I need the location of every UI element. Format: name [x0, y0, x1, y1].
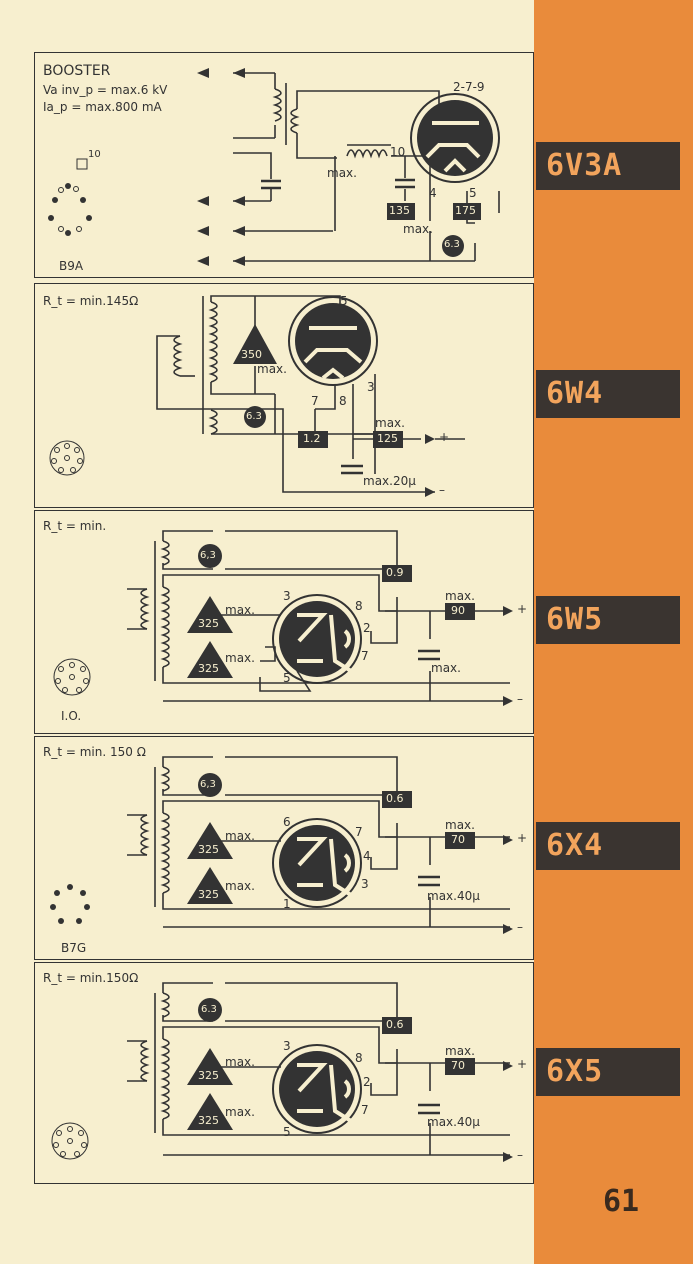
value-325-b: 325 [198, 888, 219, 901]
base-type: B9A [59, 259, 84, 273]
pin-label: 2 [363, 621, 371, 635]
minus-sign: – [439, 483, 445, 497]
base-pin10: 10 [88, 149, 101, 160]
panel-6x5: R_t = min.150Ω 6.3 0.6 325 max. 325 max.… [34, 962, 534, 1184]
schematic-6x5 [51, 982, 513, 1162]
cap-value: max.40µ [427, 889, 480, 903]
value-325-a-max: max. [225, 829, 255, 843]
minus-sign: – [517, 920, 523, 934]
output-value: 90 [451, 604, 465, 617]
value-325-a: 325 [198, 843, 219, 856]
heater-value: 6.3 [444, 239, 460, 250]
pin-label: 7 [361, 649, 369, 663]
cap-value: max.20µ [363, 474, 416, 488]
cap-value: max.40µ [427, 1115, 480, 1129]
pin-label: 3 [367, 380, 375, 394]
output-value: 70 [451, 1059, 465, 1072]
panel-6v3a: BOOSTER Va inv_p = max.6 kV Ia_p = max.8… [34, 52, 534, 278]
pin-label: 10 [390, 145, 406, 159]
pin-label: 1 [283, 897, 291, 911]
spec-va: Va inv_p = max.6 kV [43, 83, 168, 97]
tube-label-6w4: 6W4 [536, 370, 680, 418]
rt-spec: R_t = min. [43, 519, 107, 533]
pin-label: 4 [429, 186, 437, 200]
pin-label: 7 [311, 394, 319, 408]
value-325-b-max: max. [225, 1105, 255, 1119]
value-325-b-max: max. [225, 651, 255, 665]
value-325-a-max: max. [225, 1055, 255, 1069]
tube-label-6x4: 6X4 [536, 822, 680, 870]
output-max: max. [445, 818, 475, 832]
heater-value: 6,3 [200, 779, 216, 790]
value-325-b: 325 [198, 662, 219, 675]
plus-sign: + [517, 602, 528, 616]
value-350-max: max. [257, 362, 287, 376]
pin-label: 6 [283, 815, 291, 829]
pin-label: 3 [283, 589, 291, 603]
rt-spec: R_t = min.150Ω [43, 971, 139, 985]
booster-heading: BOOSTER [43, 63, 111, 79]
pin-label: 5 [340, 294, 348, 308]
plus-sign: + [517, 831, 528, 845]
schematic-6w5 [53, 530, 513, 706]
tube-label-6x5: 6X5 [536, 1048, 680, 1096]
cap-max-label: max. [327, 166, 357, 180]
pin-label: 4 [363, 849, 371, 863]
output-max: max. [445, 589, 475, 603]
pin-label: 2 [363, 1075, 371, 1089]
panel-6w5: R_t = min. 6,3 0.9 325 max. 325 max. 3 8… [34, 510, 534, 734]
schematic-6w4 [49, 295, 465, 497]
heater-value: 6.3 [201, 1004, 217, 1015]
pin-label: 5 [469, 186, 477, 200]
panel-6w4: R_t = min.145Ω 350 max. 5 7 8 3 6.3 1.2 … [34, 283, 534, 508]
tube-label-6w5: 6W5 [536, 596, 680, 644]
value-325-b: 325 [198, 1114, 219, 1127]
output-value: 70 [451, 833, 465, 846]
output-max: max. [445, 1044, 475, 1058]
schematic-6x4 [50, 756, 513, 934]
base-type: B7G [61, 941, 87, 955]
resistor-value: 0.6 [386, 1018, 404, 1031]
resistor-value: 0.9 [386, 566, 404, 579]
pin-label: 8 [355, 1051, 363, 1065]
panel-6x4: R_t = min. 150 Ω 6,3 0.6 325 max. 325 ma… [34, 736, 534, 960]
pin-label: 7 [361, 1103, 369, 1117]
value-325-b-max: max. [225, 879, 255, 893]
rt-spec: R_t = min.145Ω [43, 294, 139, 308]
output-max: max. [375, 416, 405, 430]
heater-value: 6.3 [246, 411, 262, 422]
base-type: I.O. [61, 709, 82, 723]
pin-label: 3 [361, 877, 369, 891]
value-325-a-max: max. [225, 603, 255, 617]
tube-label-6v3a: 6V3A [536, 142, 680, 190]
pin-label: 5 [283, 671, 291, 685]
value-350: 350 [241, 348, 262, 361]
plus-sign: + [439, 430, 450, 444]
value-175: 175 [455, 204, 476, 217]
value-325-a: 325 [198, 1069, 219, 1082]
pin-label: 5 [283, 1125, 291, 1139]
pin-label: 3 [283, 1039, 291, 1053]
value-325-a: 325 [198, 617, 219, 630]
pin-label: 2-7-9 [453, 80, 485, 94]
plus-sign: + [517, 1057, 528, 1071]
pin-label: 8 [355, 599, 363, 613]
minus-sign: – [517, 692, 523, 706]
resistor-value: 1.2 [303, 432, 321, 445]
schematic-6v3a [48, 68, 500, 266]
rt-spec: R_t = min. 150 Ω [43, 745, 146, 759]
minus-sign: – [517, 1148, 523, 1162]
spec-ia: Ia_p = max.800 mA [43, 100, 162, 114]
resistor-value: 0.6 [386, 792, 404, 805]
value-135-max: max. [403, 222, 433, 236]
output-value: 125 [377, 432, 398, 445]
pin-label: 8 [339, 394, 347, 408]
heater-value: 6,3 [200, 550, 216, 561]
cap-value: max. [431, 661, 461, 675]
pin-label: 7 [355, 825, 363, 839]
page-number: 61 [603, 1184, 640, 1219]
value-135: 135 [389, 204, 410, 217]
